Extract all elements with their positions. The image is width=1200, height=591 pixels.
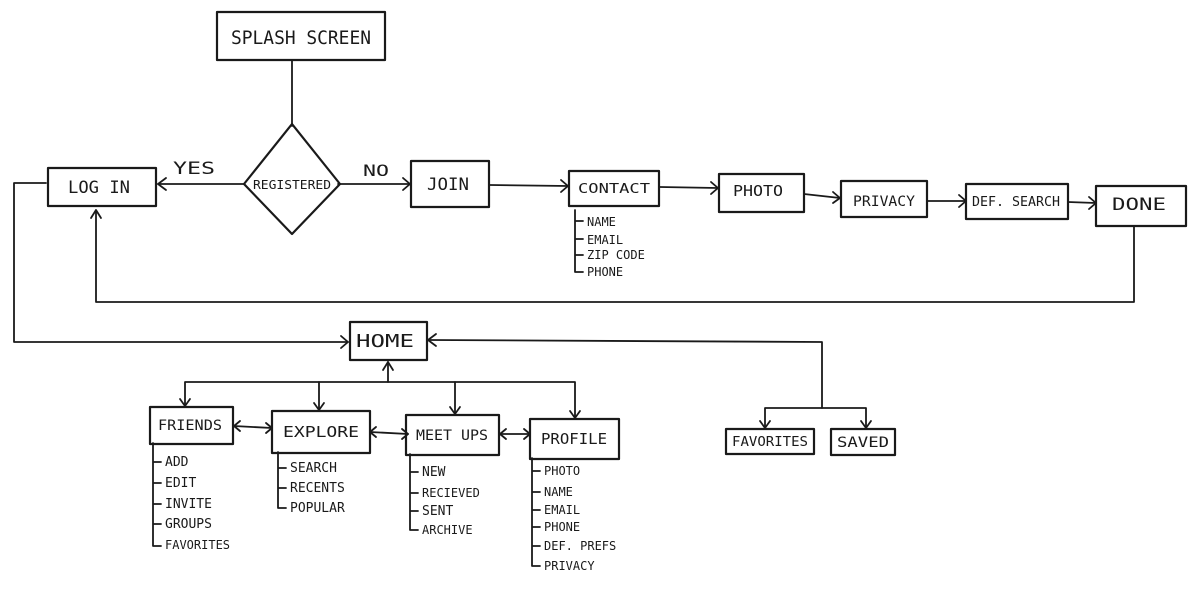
node-login: LOG IN bbox=[46, 166, 158, 208]
node-def-search: DEF. SEARCH bbox=[964, 182, 1070, 221]
node-profile-label: PROFILE bbox=[541, 430, 607, 448]
friends-item-groups: GROUPS bbox=[165, 517, 212, 532]
node-contact: CONTACT bbox=[567, 169, 661, 208]
arrowhead-login bbox=[157, 177, 167, 191]
node-registered-decision: REGISTERED bbox=[242, 122, 342, 236]
node-join: JOIN bbox=[409, 159, 491, 209]
edge-done-login bbox=[95, 211, 1135, 303]
friends-item-favorites: FAVORITES bbox=[165, 538, 230, 552]
node-registered-label: REGISTERED bbox=[253, 178, 331, 192]
contact-item-email: EMAIL bbox=[587, 233, 623, 247]
meetups-item-sent: SENT bbox=[422, 504, 453, 519]
arrowhead-login-return bbox=[90, 209, 102, 219]
node-explore-label: EXPLORE bbox=[283, 423, 359, 441]
profile-item-name: NAME bbox=[544, 485, 573, 499]
friends-item-invite: INVITE bbox=[165, 497, 212, 512]
edge-label-no: NO bbox=[363, 161, 389, 180]
edge-join-contact bbox=[489, 184, 569, 187]
node-login-label: LOG IN bbox=[68, 178, 130, 198]
explore-item-popular: POPULAR bbox=[290, 501, 345, 516]
node-privacy: PRIVACY bbox=[839, 179, 929, 219]
node-done: DONE bbox=[1094, 184, 1188, 228]
node-favorites: FAVORITES bbox=[724, 427, 816, 456]
node-saved-label: SAVED bbox=[837, 435, 889, 451]
node-privacy-label: PRIVACY bbox=[853, 194, 916, 210]
profile-item-phone: PHONE bbox=[544, 520, 580, 534]
explore-item-recents: RECENTS bbox=[290, 481, 345, 496]
node-home: HOME bbox=[348, 320, 429, 362]
node-home-label: HOME bbox=[356, 331, 414, 352]
node-def-search-label: DEF. SEARCH bbox=[972, 195, 1060, 210]
edge-contact-photo bbox=[659, 186, 719, 189]
node-profile: PROFILE bbox=[528, 417, 621, 461]
contact-item-zip: ZIP CODE bbox=[587, 248, 645, 262]
node-meet-ups-label: MEET UPS bbox=[416, 428, 488, 444]
node-contact-label: CONTACT bbox=[578, 182, 650, 197]
node-explore: EXPLORE bbox=[270, 409, 372, 455]
node-photo-label: PHOTO bbox=[733, 182, 783, 200]
edge-photo-privacy bbox=[803, 193, 841, 199]
node-friends-label: FRIENDS bbox=[158, 418, 222, 434]
edge-branch-favsaved bbox=[764, 407, 867, 429]
bracket-meetups bbox=[409, 453, 419, 531]
node-photo: PHOTO bbox=[717, 172, 806, 214]
edge-label-yes: YES bbox=[173, 159, 215, 179]
meetups-item-archive: ARCHIVE bbox=[422, 523, 473, 537]
contact-item-phone: PHONE bbox=[587, 265, 623, 279]
node-join-label: JOIN bbox=[427, 175, 469, 195]
edge-sections-bar bbox=[184, 381, 576, 419]
node-done-label: DONE bbox=[1112, 195, 1166, 215]
node-splash-screen: SPLASH SCREEN bbox=[215, 10, 387, 62]
node-meet-ups: MEET UPS bbox=[404, 413, 501, 457]
edge-friends-explore bbox=[233, 425, 273, 429]
explore-item-search: SEARCH bbox=[290, 461, 337, 476]
arrowhead-home-up bbox=[382, 361, 394, 371]
edge-favsaved-home bbox=[427, 339, 823, 409]
bracket-friends bbox=[152, 442, 162, 547]
bracket-explore bbox=[277, 451, 287, 509]
edge-explore-meetups bbox=[369, 431, 409, 435]
friends-item-edit: EDIT bbox=[165, 476, 196, 491]
profile-item-def-prefs: DEF. PREFS bbox=[544, 539, 616, 553]
edge-defsearch-done bbox=[1067, 201, 1097, 204]
edge-login-home bbox=[13, 182, 349, 343]
node-friends: FRIENDS bbox=[148, 405, 235, 446]
arrowhead-explore-meetups-b bbox=[401, 428, 409, 440]
friends-item-add: ADD bbox=[165, 455, 189, 470]
arrowhead-home-left bbox=[340, 335, 349, 349]
profile-item-photo: PHOTO bbox=[544, 464, 580, 478]
contact-item-name: NAME bbox=[587, 215, 616, 229]
profile-item-privacy: PRIVACY bbox=[544, 559, 595, 573]
node-favorites-label: FAVORITES bbox=[732, 435, 808, 450]
node-splash-screen-label: SPLASH SCREEN bbox=[231, 27, 371, 49]
meetups-item-recieved: RECIEVED bbox=[422, 486, 480, 500]
profile-item-email: EMAIL bbox=[544, 503, 580, 517]
node-saved: SAVED bbox=[829, 427, 897, 457]
bracket-contact bbox=[574, 209, 584, 273]
meetups-item-new: NEW bbox=[422, 465, 446, 480]
bracket-profile bbox=[531, 457, 541, 567]
